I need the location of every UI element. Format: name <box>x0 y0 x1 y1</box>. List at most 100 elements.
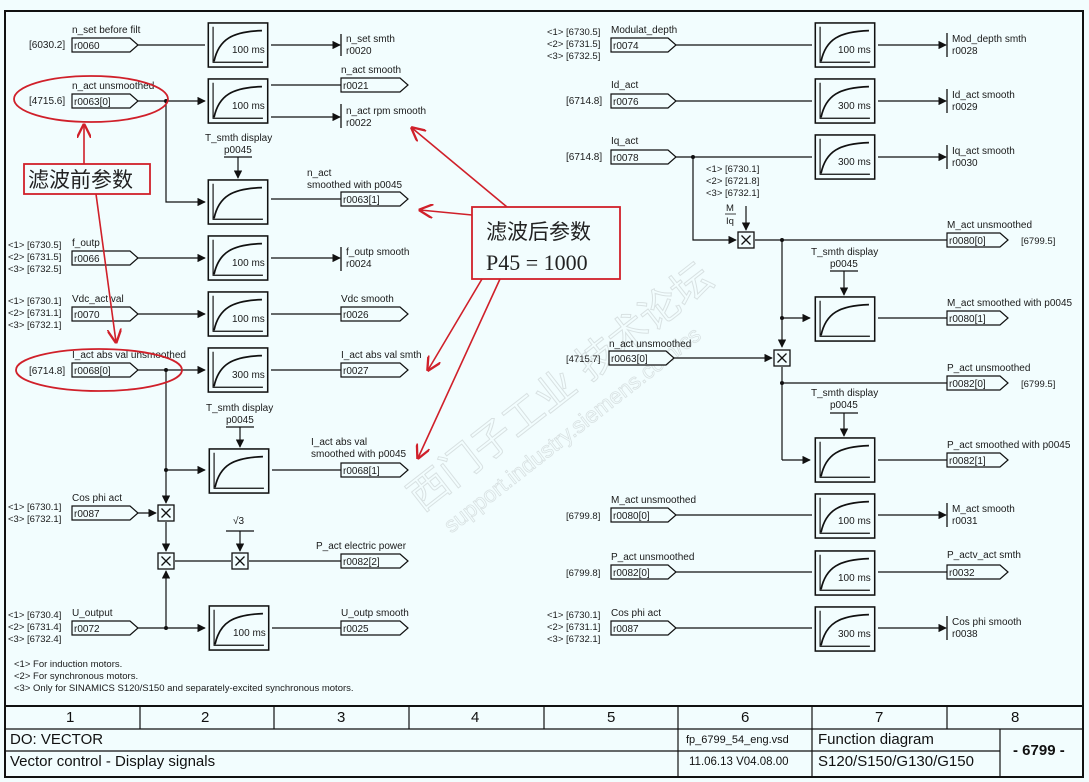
id-out-label: Id_act smooth <box>952 90 1015 101</box>
diagram-type: Function diagram <box>818 731 934 748</box>
cos-label: Cos phi act <box>611 608 661 619</box>
cos-param[interactable]: r0087 <box>613 624 639 635</box>
nact-chain: n_act unsmoothed [4715.6] r0063[0] 100 m… <box>29 65 426 225</box>
vdc-ref-3[interactable]: <3> [6732.1] <box>8 320 61 331</box>
nact-param[interactable]: r0063[0] <box>74 97 111 108</box>
iq-out-param[interactable]: r0030 <box>952 158 978 169</box>
nact-tsmth-label: T_smth display <box>205 133 272 144</box>
mact2-out-label: M_act smooth <box>952 504 1015 515</box>
pact-tsmth-label: T_smth display <box>811 388 878 399</box>
iq-ref[interactable]: [6714.8] <box>566 152 602 163</box>
mact2-param[interactable]: r0080[0] <box>613 511 650 522</box>
vdc-param[interactable]: r0070 <box>74 310 100 321</box>
mact-smooth-param[interactable]: r0080[1] <box>949 314 986 325</box>
column-3: 3 <box>337 709 346 726</box>
cos-ref-1[interactable]: <1> [6730.1] <box>547 610 600 621</box>
iq-mref-1[interactable]: <1> [6730.1] <box>706 164 759 175</box>
mod-time: 100 ms <box>838 45 871 56</box>
pact-smooth-param[interactable]: r0082[1] <box>949 456 986 467</box>
iact-param[interactable]: r0068[0] <box>74 366 111 377</box>
pact2-ref[interactable]: [6799.8] <box>566 568 600 579</box>
vdc-ref-1[interactable]: <1> [6730.1] <box>8 296 61 307</box>
cos-ref-3[interactable]: <3> [6732.1] <box>547 634 600 645</box>
nact-out1-label: n_act smooth <box>341 65 401 76</box>
column-6: 6 <box>741 709 750 726</box>
foutp-ref-1[interactable]: <1> [6730.5] <box>8 240 61 251</box>
uout-ref-2[interactable]: <2> [6731.4] <box>8 622 61 633</box>
vdc-out-param[interactable]: r0026 <box>343 310 369 321</box>
iq-mref-2[interactable]: <2> [6721.8] <box>706 176 759 187</box>
iq-mref-3[interactable]: <3> [6732.1] <box>706 188 759 199</box>
foutp-ref-2[interactable]: <2> [6731.5] <box>8 252 61 263</box>
iq-param[interactable]: r0078 <box>613 153 639 164</box>
iact-out1-param[interactable]: r0027 <box>343 366 369 377</box>
mod-param[interactable]: r0074 <box>613 41 639 52</box>
nact-right-param[interactable]: r0063[0] <box>611 354 648 365</box>
vdc-ref-2[interactable]: <2> [6731.1] <box>8 308 61 319</box>
nact-time: 100 ms <box>232 101 265 112</box>
nact-tsmth-param[interactable]: p0045 <box>224 145 252 156</box>
nset-out-param[interactable]: r0020 <box>346 46 372 57</box>
pact2-param[interactable]: r0082[0] <box>613 568 650 579</box>
iact-out2-param[interactable]: r0068[1] <box>343 466 380 477</box>
mact2-out-param[interactable]: r0031 <box>952 516 978 527</box>
foutp-ref-3[interactable]: <3> [6732.5] <box>8 264 61 275</box>
mact2-time: 100 ms <box>838 516 871 527</box>
m-over-iq-num: M <box>726 203 734 214</box>
footnote-3: <3> Only for SINAMICS S120/S150 and sepa… <box>14 683 354 694</box>
mod-ref-3[interactable]: <3> [6732.5] <box>547 51 600 62</box>
uout-ref-3[interactable]: <3> [6732.4] <box>8 634 61 645</box>
drive-object: DO: VECTOR <box>10 731 104 748</box>
nact-out1-param[interactable]: r0021 <box>343 81 369 92</box>
mact-ref[interactable]: [6799.5] <box>1021 236 1055 247</box>
iact-label: I_act abs val unsmoothed <box>72 350 186 361</box>
uout-out-param[interactable]: r0025 <box>343 624 369 635</box>
mod-ref-2[interactable]: <2> [6731.5] <box>547 39 600 50</box>
file-name: fp_6799_54_eng.vsd <box>686 734 789 746</box>
cosphi-ref-1[interactable]: <1> [6730.1] <box>8 502 61 513</box>
nset-ref[interactable]: [6030.2] <box>29 40 65 51</box>
pact2-out-param[interactable]: r0032 <box>949 568 975 579</box>
nact-out2-param[interactable]: r0022 <box>346 118 372 129</box>
cosphi-param[interactable]: r0087 <box>74 509 100 520</box>
id-out-param[interactable]: r0029 <box>952 102 978 113</box>
annotation-before-filter: 滤波前参数 <box>13 75 183 392</box>
multiply-icon <box>773 349 791 367</box>
iact-tsmth-param[interactable]: p0045 <box>226 415 254 426</box>
pact-right-label: P_act unsmoothed <box>947 363 1030 374</box>
pact-right-param[interactable]: r0082[0] <box>949 379 986 390</box>
iact-ref[interactable]: [6714.8] <box>29 366 65 377</box>
foutp-out-param[interactable]: r0024 <box>346 259 372 270</box>
mact-param[interactable]: r0080[0] <box>949 236 986 247</box>
nact-ref[interactable]: [4715.6] <box>29 96 65 107</box>
id-time: 300 ms <box>838 101 871 112</box>
iact-out2-label1: I_act abs val <box>311 437 367 448</box>
cos-ref-2[interactable]: <2> [6731.1] <box>547 622 600 633</box>
foutp-param[interactable]: r0066 <box>74 254 100 265</box>
pact-out-param[interactable]: r0082[2] <box>343 557 380 568</box>
uout-ref-1[interactable]: <1> [6730.4] <box>8 610 61 621</box>
mod-out-param[interactable]: r0028 <box>952 46 978 57</box>
nact-right-ref[interactable]: [4715.7] <box>566 354 600 365</box>
cos-out-param[interactable]: r0038 <box>952 629 978 640</box>
mact2-ref[interactable]: [6799.8] <box>566 511 600 522</box>
mact-tsmth-param[interactable]: p0045 <box>830 259 858 270</box>
uout-param[interactable]: r0072 <box>74 624 100 635</box>
nact-out3-label1: n_act <box>307 168 332 179</box>
vdc-label: Vdc_act val <box>72 294 124 305</box>
nset-out-label: n_set smth <box>346 34 395 45</box>
pact-right-ref[interactable]: [6799.5] <box>1021 379 1055 390</box>
mod-ref-1[interactable]: <1> [6730.5] <box>547 27 600 38</box>
id-ref[interactable]: [6714.8] <box>566 96 602 107</box>
nact-out3-param[interactable]: r0063[1] <box>343 195 380 206</box>
column-8: 8 <box>1011 709 1020 726</box>
device-list: S120/S150/G130/G150 <box>818 753 974 770</box>
nset-param[interactable]: r0060 <box>74 41 100 52</box>
cosphi-ref-3[interactable]: <3> [6732.1] <box>8 514 61 525</box>
id-param[interactable]: r0076 <box>613 97 639 108</box>
footnote-1: <1> For induction motors. <box>14 659 122 670</box>
pact-tsmth-param[interactable]: p0045 <box>830 400 858 411</box>
uout-label: U_output <box>72 608 113 619</box>
diagram-description: Vector control - Display signals <box>10 753 216 770</box>
column-1: 1 <box>66 709 75 726</box>
